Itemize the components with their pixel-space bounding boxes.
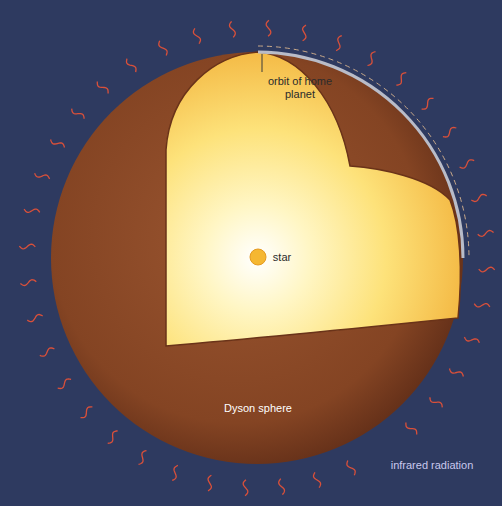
- infrared-wave: [40, 348, 55, 356]
- infrared-wave: [430, 397, 442, 407]
- orbit-dashed: [258, 46, 469, 258]
- infrared-wave: [208, 475, 211, 491]
- infrared-wave: [336, 36, 342, 51]
- infrared-squiggles: [19, 20, 494, 495]
- infrared-wave: [35, 173, 50, 179]
- planet-orbit-label: orbit of home planet: [260, 75, 340, 101]
- infrared-wave: [450, 369, 464, 377]
- infrared-wave: [479, 267, 495, 272]
- infrared-wave: [27, 315, 42, 322]
- infrared-wave: [471, 194, 486, 201]
- infrared-wave: [81, 407, 93, 418]
- infrared-wave: [279, 479, 285, 495]
- infrared-wave: [347, 461, 355, 476]
- infrared-wave: [19, 244, 35, 249]
- infrared-wave: [422, 98, 434, 109]
- star-dot: [250, 249, 266, 265]
- infrared-wave: [193, 28, 200, 43]
- infrared-wave: [464, 337, 479, 343]
- infrared-wave: [139, 451, 147, 465]
- leader-line: [262, 54, 263, 72]
- infrared-wave: [172, 465, 178, 480]
- cutaway-interior: [166, 52, 460, 346]
- infrared-wave: [230, 21, 236, 37]
- infrared-wave: [58, 379, 71, 389]
- infrared-wave: [368, 52, 376, 66]
- infrared-wave: [127, 59, 137, 72]
- infrared-wave: [266, 20, 271, 36]
- sphere-shell: [51, 52, 463, 464]
- star-label: star: [262, 251, 302, 264]
- infrared-wave: [314, 472, 321, 487]
- infrared-wave: [303, 25, 306, 41]
- infrared-wave: [396, 73, 406, 85]
- infrared-wave: [97, 82, 108, 94]
- infrared-wave: [51, 140, 65, 148]
- infrared-wave: [159, 41, 167, 56]
- infrared-wave: [72, 109, 84, 119]
- infrared-wave: [20, 280, 36, 286]
- sphere-label: Dyson sphere: [208, 402, 308, 415]
- infrared-wave: [243, 480, 248, 496]
- infrared-wave: [24, 209, 40, 212]
- radiation-label: infrared radiation: [377, 459, 487, 472]
- infrared-wave: [478, 231, 494, 237]
- infrared-wave: [460, 160, 475, 168]
- orbit-arc: [258, 52, 463, 258]
- infrared-wave: [406, 423, 417, 435]
- infrared-wave: [108, 431, 118, 443]
- infrared-wave: [474, 304, 490, 307]
- infrared-wave: [443, 128, 456, 138]
